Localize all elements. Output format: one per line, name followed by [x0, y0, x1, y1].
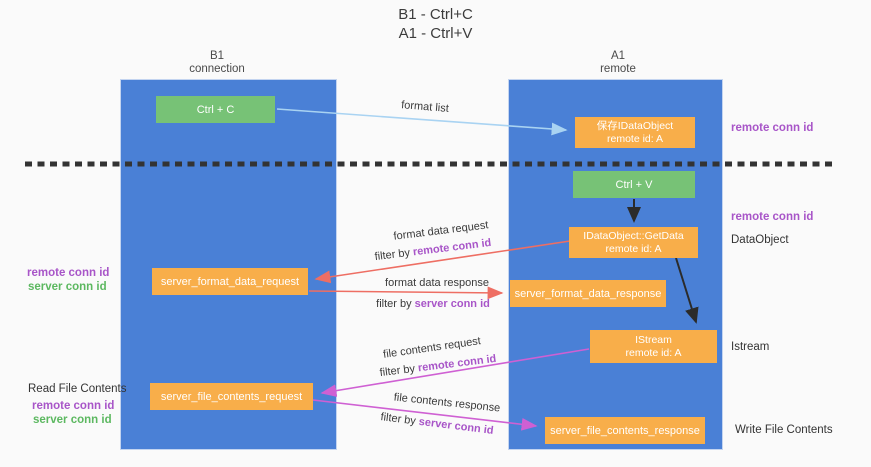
- server-file-contents-response-node: server_file_contents_response: [545, 417, 705, 444]
- istream-line2: remote id: A: [625, 346, 682, 359]
- left-remote-conn-id-label-2: remote conn id: [32, 400, 115, 412]
- ctrl-v-label: Ctrl + V: [615, 178, 653, 191]
- right-column-subtitle: remote: [600, 63, 636, 75]
- istream-side-label: Istream: [731, 341, 770, 353]
- filter2-prefix: filter by: [376, 298, 415, 310]
- getdata-node: IDataObject::GetData remote id: A: [569, 227, 698, 258]
- server-format-data-request-node: server_format_data_request: [152, 268, 308, 295]
- server-format-data-response-node: server_format_data_response: [510, 280, 666, 307]
- server-file-contents-request-node: server_file_contents_request: [150, 383, 313, 410]
- save-dataobject-line1: 保存IDataObject: [596, 119, 674, 132]
- left-server-conn-id-label-2: server conn id: [33, 414, 112, 426]
- filter4-highlight: server conn id: [418, 415, 495, 437]
- right-column-name: A1: [610, 50, 626, 62]
- ctrl-c-node: Ctrl + C: [156, 96, 275, 123]
- read-file-contents-label: Read File Contents: [28, 383, 127, 395]
- filter-by-server-conn-id-label-2: filter by server conn id: [380, 411, 494, 437]
- left-column-name: B1: [209, 50, 225, 62]
- getdata-line2: remote id: A: [605, 242, 662, 255]
- filter4-prefix: filter by: [379, 411, 420, 428]
- left-column-header: B1 connection: [167, 50, 267, 76]
- filter-by-server-conn-id-label-1: filter by server conn id: [376, 298, 490, 310]
- title-line-1: B1 - Ctrl+C: [398, 6, 473, 23]
- istream-node: IStream remote id: A: [590, 330, 717, 363]
- filter3-highlight: remote conn id: [417, 352, 497, 375]
- getdata-line1: IDataObject::GetData: [583, 229, 684, 242]
- write-file-contents-label: Write File Contents: [735, 424, 833, 436]
- filter1-highlight: remote conn id: [412, 236, 492, 259]
- server-format-data-response-label: server_format_data_response: [514, 287, 662, 300]
- right-column-header: A1 remote: [568, 50, 668, 76]
- left-column-subtitle: connection: [189, 63, 245, 75]
- format-list-label: format list: [400, 99, 450, 115]
- remote-conn-id-label-top: remote conn id: [731, 122, 814, 134]
- left-remote-conn-id-label-1: remote conn id: [27, 267, 110, 279]
- file-contents-response-label: file contents response: [393, 391, 501, 415]
- format-data-response-label: format data response: [385, 277, 489, 289]
- left-server-conn-id-label-1: server conn id: [28, 281, 107, 293]
- ctrl-v-node: Ctrl + V: [573, 171, 695, 198]
- save-dataobject-line2: remote id: A: [606, 132, 664, 145]
- filter1-prefix: filter by: [374, 246, 414, 264]
- title-line-2: A1 - Ctrl+V: [398, 25, 473, 42]
- save-dataobject-node: 保存IDataObject remote id: A: [575, 117, 695, 148]
- server-file-contents-response-label: server_file_contents_response: [550, 424, 700, 437]
- remote-conn-id-label-mid: remote conn id: [731, 211, 814, 223]
- filter3-prefix: filter by: [379, 362, 419, 380]
- filter2-highlight: server conn id: [414, 298, 490, 310]
- ctrl-c-label: Ctrl + C: [196, 103, 235, 116]
- dataobject-label: DataObject: [731, 234, 789, 246]
- server-format-data-request-label: server_format_data_request: [160, 275, 300, 288]
- diagram-title: B1 - Ctrl+C A1 - Ctrl+V: [0, 5, 871, 43]
- istream-line1: IStream: [635, 333, 672, 346]
- filter-by-remote-conn-id-label-1: filter by remote conn id: [374, 237, 492, 263]
- server-file-contents-request-label: server_file_contents_request: [160, 390, 303, 403]
- format-data-response-arrow: [308, 286, 504, 300]
